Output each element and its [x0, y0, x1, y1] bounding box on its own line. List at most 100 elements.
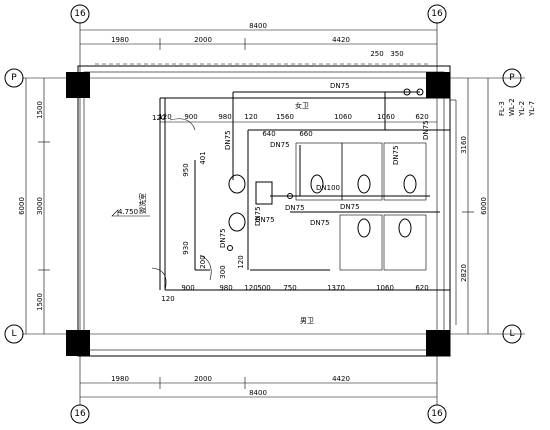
- dim-row3-7: 620: [415, 284, 428, 292]
- axis-bubble-right-top: [502, 68, 522, 88]
- dim-bot-total: 8400: [249, 389, 267, 397]
- dim-tiny-1: 350: [390, 50, 403, 58]
- dim-right-2: 2820: [460, 264, 468, 282]
- riser-label-1: WL-2: [508, 98, 516, 116]
- dim-row1-6: 1060: [377, 113, 395, 121]
- floor-drain-icon: [287, 193, 293, 199]
- toilet-icon: [310, 174, 324, 194]
- column-bottom-right: [426, 330, 450, 356]
- dim-row1-0: 120: [158, 113, 171, 121]
- dim-row2-0: 640: [262, 130, 275, 138]
- axis-label-top-right: 16: [431, 9, 443, 19]
- pipe-riser-icon: [403, 88, 411, 96]
- axis-label-top-left: 16: [74, 9, 86, 19]
- toilet-icon: [357, 218, 371, 238]
- pipe-label-10: DN75: [392, 145, 400, 165]
- dim-row1-1: 900: [184, 113, 197, 121]
- riser-label-3: YL-7: [528, 101, 536, 117]
- pipe-label-3: DN75: [255, 216, 275, 224]
- dim-tiny-0: 250: [370, 50, 383, 58]
- elevation-marker-icon: [111, 209, 119, 217]
- sink-icon: [228, 174, 246, 194]
- dim-row3-5: 1370: [327, 284, 345, 292]
- floor-drain-icon: [227, 245, 233, 251]
- sink-icon: [228, 212, 246, 232]
- outer-wall: [77, 65, 451, 357]
- dim-top-3: 4420: [332, 36, 350, 44]
- axis-bubble-bottom-left: [70, 404, 90, 424]
- stall-5: [383, 214, 427, 271]
- axis-bubble-top-right: [427, 4, 447, 24]
- dim-row1-2: 980: [218, 113, 231, 121]
- dim-small-1: 950: [182, 163, 190, 176]
- riser-label-2: YL-2: [518, 101, 526, 117]
- dim-right-1: 3160: [460, 136, 468, 154]
- axis-bubble-bottom-right: [427, 404, 447, 424]
- axis-bubble-left-bottom: [4, 324, 24, 344]
- axis-bubble-top-left: [70, 4, 90, 24]
- dim-right-total: 6000: [480, 197, 488, 215]
- axis-label-right-bottom: L: [509, 329, 514, 339]
- pipe-label-7: DN75: [270, 141, 290, 149]
- dim-row3-2: 120: [244, 284, 257, 292]
- dim-left-3: 1500: [36, 293, 44, 311]
- dim-row1-7: 620: [415, 113, 428, 121]
- dim-small-4: 200: [199, 255, 207, 268]
- dim-bot-2: 2000: [194, 375, 212, 383]
- pipe-riser-icon: [416, 88, 424, 96]
- dim-left-2: 3000: [36, 197, 44, 215]
- dim-small-2: 930: [182, 241, 190, 254]
- axis-label-bottom-left: 16: [74, 409, 86, 419]
- dim-row1-3: 120: [244, 113, 257, 121]
- pipe-label-11: DN75: [422, 120, 430, 140]
- stall-4: [339, 214, 383, 271]
- pipe-label-1: DN75: [224, 130, 232, 150]
- mop-sink-icon: [255, 181, 273, 205]
- dim-row3-3: 500: [257, 284, 270, 292]
- dim-top-total: 8400: [249, 22, 267, 30]
- dim-left-1: 1500: [36, 101, 44, 119]
- dim-left-total: 6000: [18, 197, 26, 215]
- dim-row3-1: 980: [219, 284, 232, 292]
- dim-small-6: 300: [219, 265, 227, 278]
- column-top-right: [426, 72, 450, 98]
- door-arc-3: [151, 267, 167, 291]
- room-label-washroom: 盥洗室: [138, 193, 147, 214]
- dim-row3-0: 900: [181, 284, 194, 292]
- pipe-label-4: DN75: [285, 204, 305, 212]
- toilet-icon: [357, 174, 371, 194]
- dim-row4: 120: [161, 295, 174, 303]
- pipe-label-9: DN75: [310, 219, 330, 227]
- elevation-label: 4.750: [118, 208, 138, 216]
- dim-small-3: 401: [199, 151, 207, 164]
- dim-top-1: 1980: [111, 36, 129, 44]
- room-label-women: 女卫: [295, 101, 309, 110]
- pipe-label-0: DN75: [330, 82, 350, 90]
- dim-row2-1: 660: [299, 130, 312, 138]
- dim-top-2: 2000: [194, 36, 212, 44]
- dim-small-0: 120: [152, 114, 165, 122]
- axis-label-right-top: P: [509, 73, 515, 83]
- dim-bot-3: 4420: [332, 375, 350, 383]
- dim-small-5: 120: [237, 255, 245, 268]
- inner-wall: [83, 71, 445, 351]
- axis-label-left-bottom: L: [11, 329, 16, 339]
- pipe-label-2: DN75: [219, 228, 227, 248]
- dim-row1-4: 1560: [276, 113, 294, 121]
- pipe-label-6: DN100: [316, 184, 340, 192]
- toilet-icon: [398, 218, 412, 238]
- room-label-men: 男卫: [300, 317, 314, 325]
- toilet-icon: [403, 174, 417, 194]
- door-arc-2: [199, 254, 212, 281]
- stall-2: [341, 142, 383, 201]
- dim-row3-4: 750: [283, 284, 296, 292]
- door-arc-1: [169, 118, 196, 131]
- axis-bubble-left-top: [4, 68, 24, 88]
- pipe-label-8: DN75: [254, 206, 262, 226]
- dim-bot-1: 1980: [111, 375, 129, 383]
- stall-3: [383, 142, 427, 201]
- axis-bubble-right-bottom: [502, 324, 522, 344]
- dim-row3-6: 1060: [376, 284, 394, 292]
- axis-label-bottom-right: 16: [431, 409, 443, 419]
